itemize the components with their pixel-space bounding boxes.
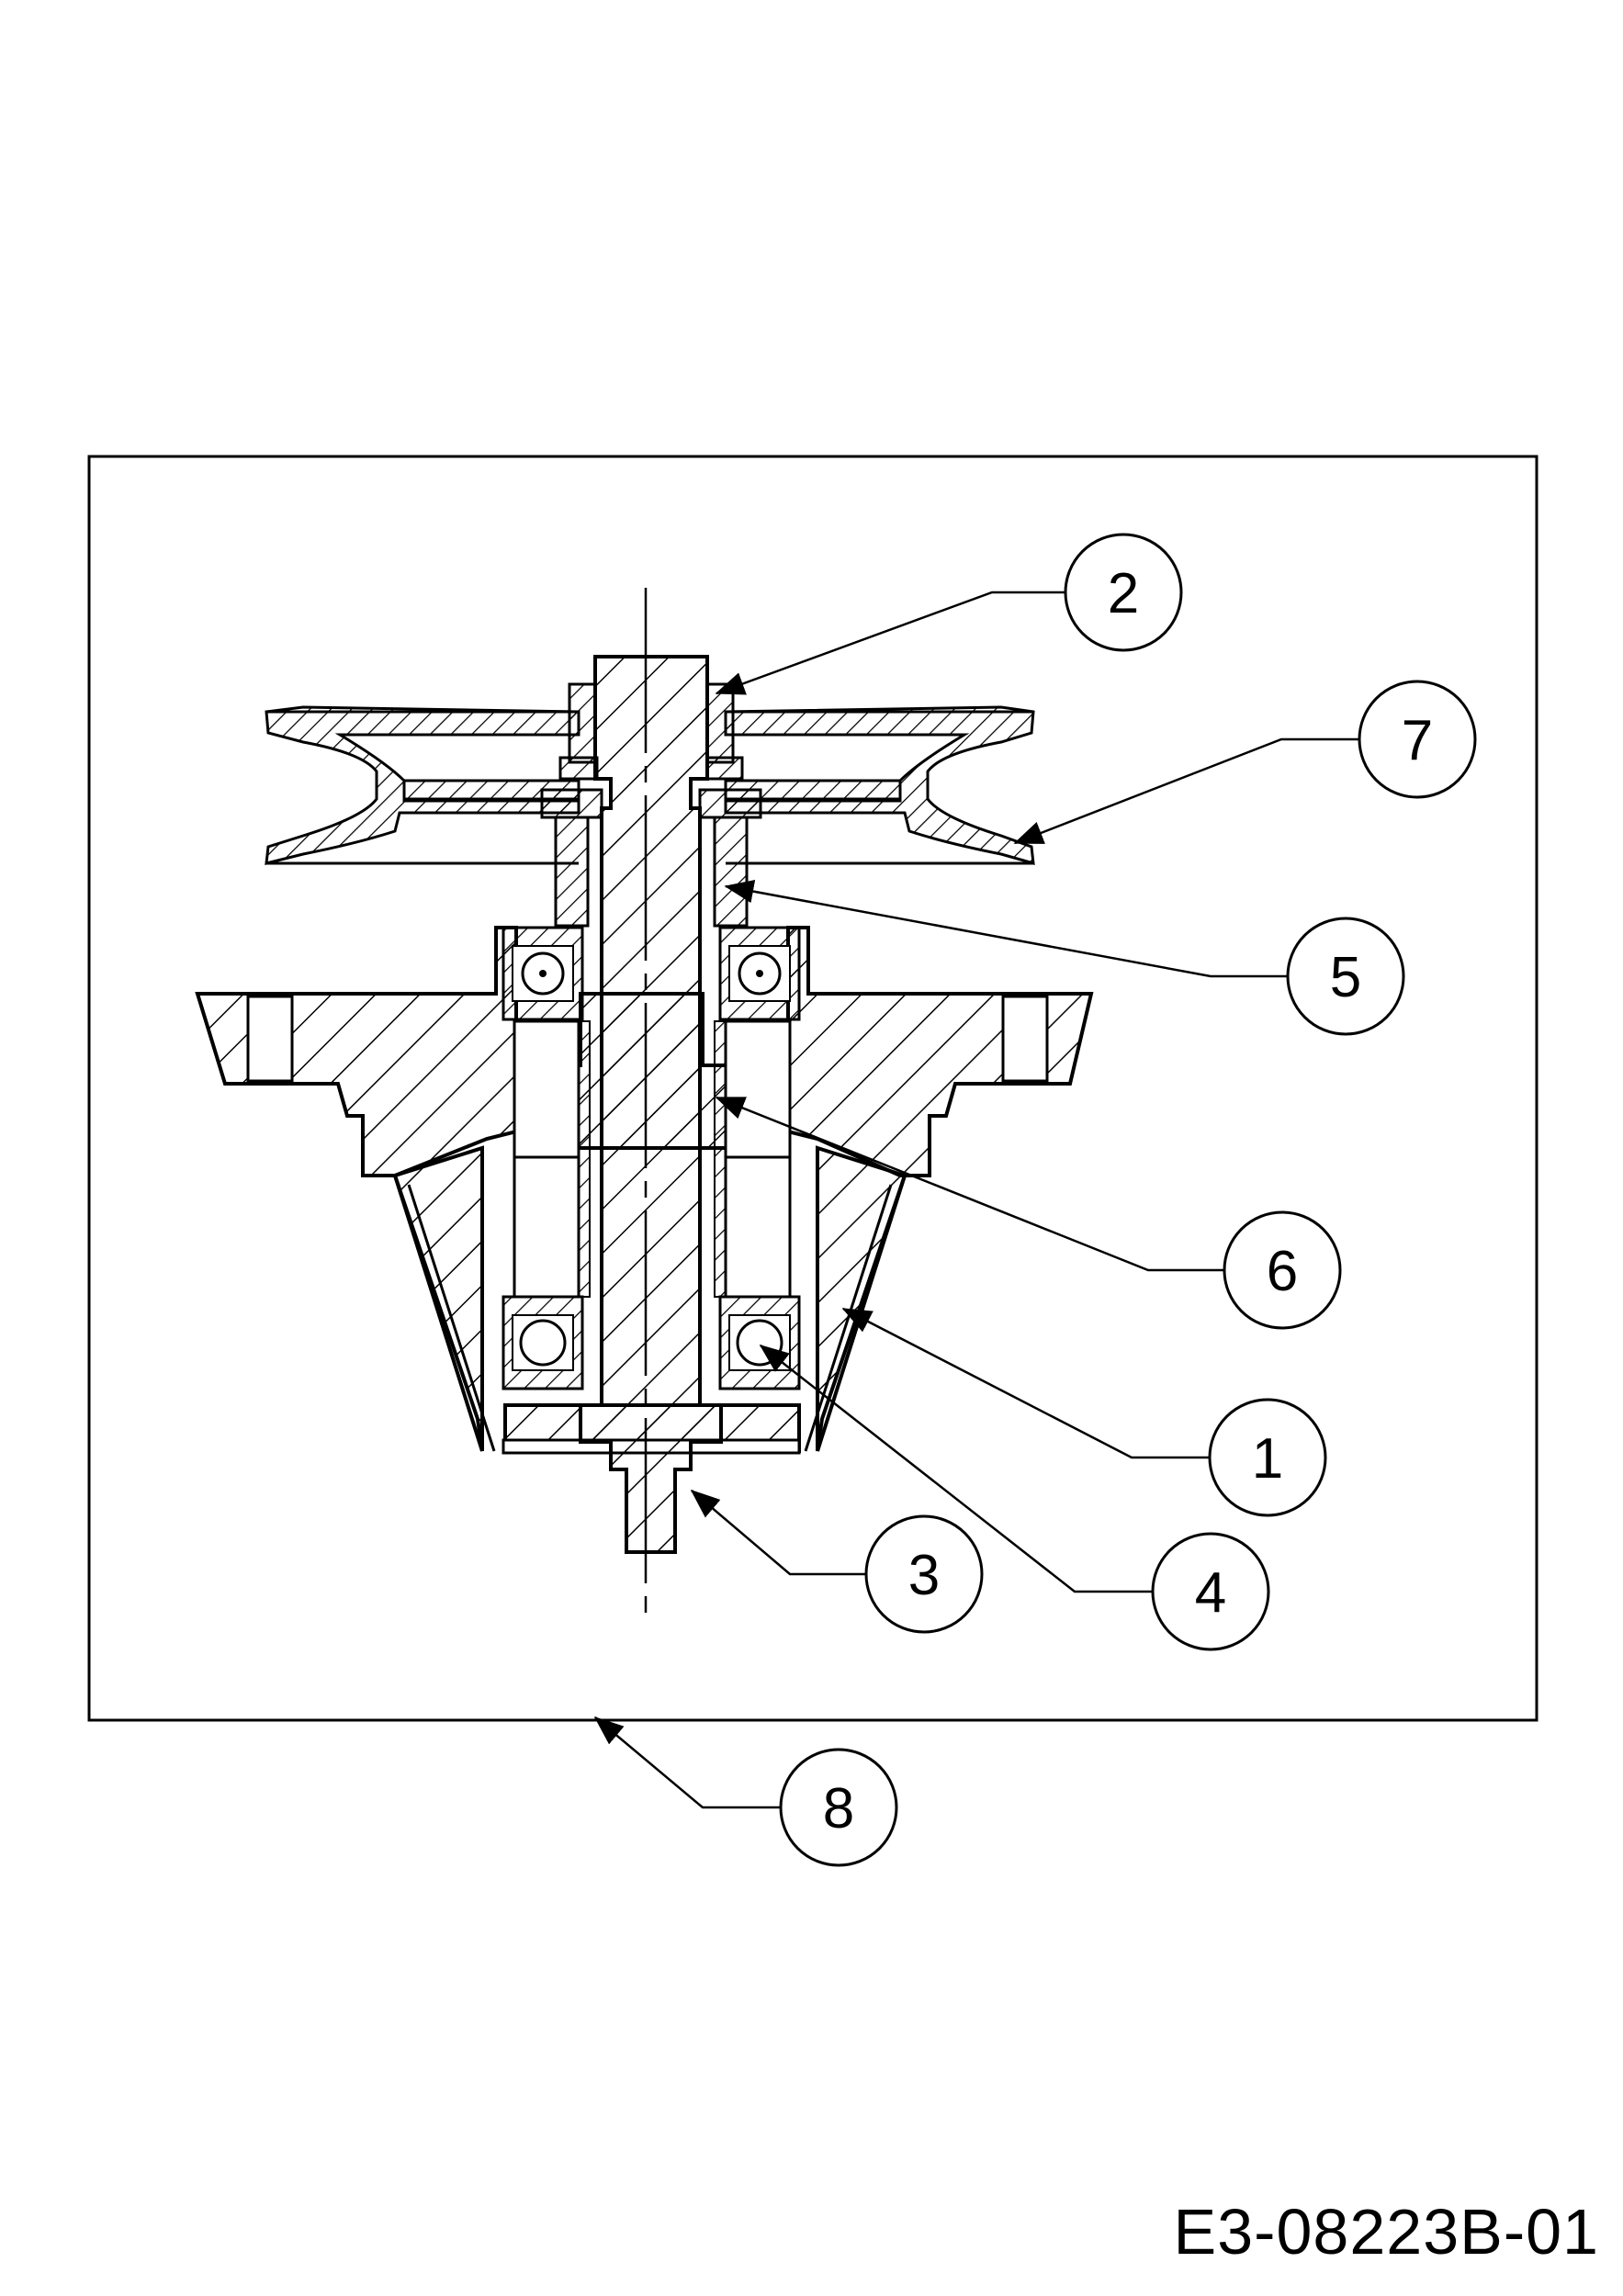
svg-text:3: 3 bbox=[908, 1544, 940, 1607]
leader-5 bbox=[724, 879, 1288, 978]
callout-6: 6 bbox=[1223, 1210, 1342, 1330]
leader-7 bbox=[1013, 737, 1359, 845]
drawing-code: E3-08223B-01 bbox=[1173, 2196, 1599, 2268]
svg-text:5: 5 bbox=[1330, 946, 1361, 1009]
leader-6 bbox=[715, 1096, 1224, 1272]
svg-text:1: 1 bbox=[1252, 1427, 1283, 1491]
spindle-shaft bbox=[540, 655, 762, 1554]
svg-text:2: 2 bbox=[1108, 562, 1139, 625]
callout-3: 3 bbox=[864, 1514, 984, 1634]
lower-bearing-left bbox=[502, 1295, 584, 1390]
svg-text:6: 6 bbox=[1267, 1240, 1298, 1303]
callout-1: 1 bbox=[1208, 1398, 1327, 1517]
lower-bearing-right bbox=[718, 1295, 801, 1390]
leader-lines bbox=[593, 591, 1359, 1809]
leader-8 bbox=[593, 1716, 781, 1809]
callout-5: 5 bbox=[1286, 917, 1405, 1036]
leader-2 bbox=[715, 591, 1065, 695]
svg-text:7: 7 bbox=[1402, 709, 1433, 772]
leader-1 bbox=[841, 1307, 1210, 1459]
callout-8: 8 bbox=[779, 1748, 898, 1867]
leader-3 bbox=[690, 1489, 866, 1576]
svg-text:8: 8 bbox=[823, 1777, 854, 1840]
callout-4: 4 bbox=[1151, 1532, 1270, 1651]
callout-2: 2 bbox=[1064, 533, 1183, 652]
inner-spacer-tube bbox=[513, 1019, 792, 1299]
upper-bearing-left bbox=[502, 926, 584, 1021]
pulley bbox=[265, 705, 1035, 866]
callout-7: 7 bbox=[1358, 680, 1477, 799]
svg-text:4: 4 bbox=[1195, 1561, 1226, 1625]
leader-4 bbox=[759, 1345, 1153, 1593]
housing-skirt bbox=[392, 1145, 907, 1452]
drawing-frame bbox=[87, 455, 1538, 1722]
upper-bearing-right bbox=[718, 926, 801, 1021]
